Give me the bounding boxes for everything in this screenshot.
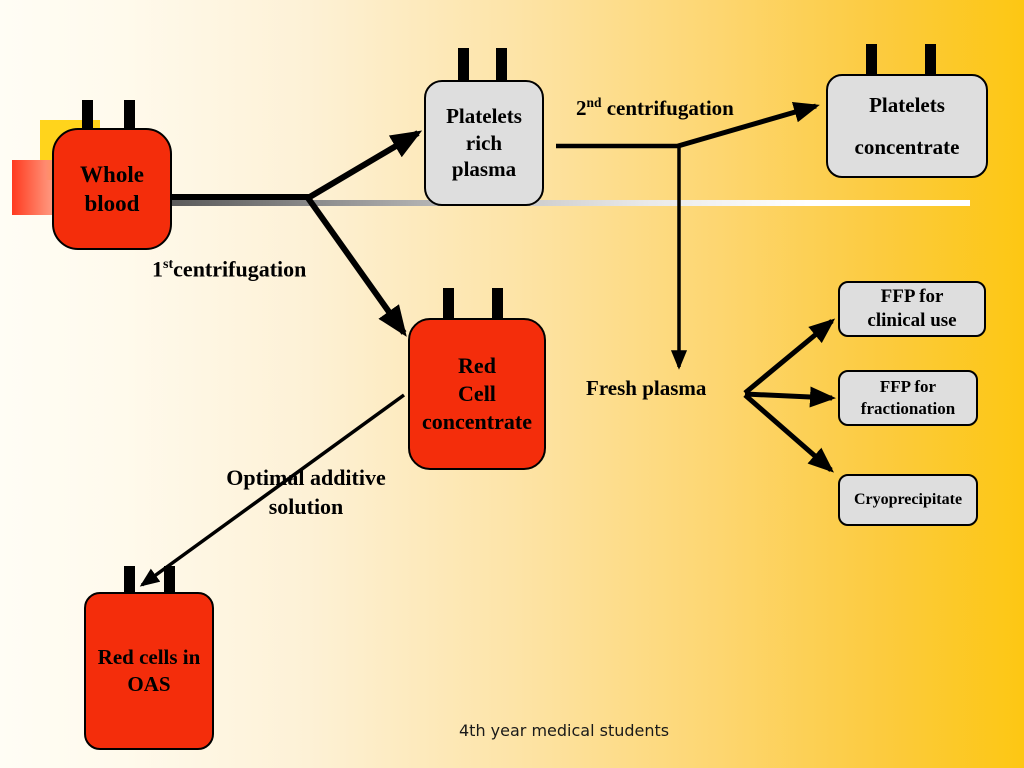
bag-rcoas-line1: Red cells in	[97, 645, 201, 670]
bag-port-left-rcc	[443, 288, 454, 324]
label-second-centrifugation: 2nd centrifugation	[576, 95, 734, 121]
wire-plasma-to-cryoprecipitate	[743, 393, 835, 473]
bag-platelet-concentrate-line1: Platelets	[869, 93, 945, 117]
label-first-centrifugation: 1stcentrifugation	[152, 256, 306, 282]
bag-port-right-prp	[496, 48, 507, 84]
bag-rcoas-line2: OAS	[127, 672, 171, 696]
bag-port-left-whole-blood	[82, 100, 93, 136]
bag-ffp-for-clinical-use[interactable]: FFP for clinical use	[838, 281, 986, 337]
label-fresh-plasma: Fresh plasma	[586, 376, 707, 400]
bag-port-left-prp	[458, 48, 469, 84]
bag-platelets-rich-plasma[interactable]: Platelets rich plasma	[424, 80, 544, 206]
bag-port-right-whole-blood	[124, 100, 135, 136]
bag-whole-blood[interactable]: Whole blood	[52, 128, 172, 250]
bag-prp-line2: rich	[465, 130, 503, 155]
bag-rcc-line2: Cell	[458, 380, 496, 406]
label-second-centrifugation-text: centrifugation	[601, 96, 734, 120]
label-optimal-additive-solution: Optimal additive solution	[226, 465, 386, 519]
bag-ffp-clinical-line2: clinical use	[867, 310, 957, 331]
label-second-centrifugation-number: 2	[576, 96, 587, 120]
wire-plasma-to-ffp-clinical	[743, 318, 836, 395]
bag-port-left-redcells-oas	[124, 566, 135, 602]
bag-port-right-rcc	[492, 288, 503, 324]
bag-ffp-clinical-line1: FFP for	[880, 285, 944, 307]
bag-whole-blood-line1: Whole	[80, 161, 144, 187]
label-first-centrifugation-suffix: st	[163, 256, 174, 272]
label-first-centrifugation-text: centrifugation	[173, 256, 307, 282]
bag-rcc-line3: concentrate	[422, 409, 532, 435]
bag-platelets-concentrate[interactable]: Platelets concentrate	[826, 74, 988, 178]
bag-prp-line3: plasma	[451, 157, 517, 182]
label-first-centrifugation-number: 1	[152, 256, 163, 282]
wire-plasma-to-ffp-fractionation	[744, 386, 836, 408]
bag-port-left-platelet-concentrate	[866, 44, 877, 80]
wire-junction-to-prp	[306, 130, 423, 201]
bag-ffp-fraction-line1: FFP for	[879, 377, 937, 397]
bag-port-right-platelet-concentrate	[925, 44, 936, 80]
bag-red-cells-in-oas[interactable]: Red cells in OAS	[84, 592, 214, 750]
bag-cryoprecipitate[interactable]: Cryoprecipitate	[838, 474, 978, 526]
bag-platelet-concentrate-line2: concentrate	[854, 135, 960, 159]
label-second-centrifugation-suffix: nd	[586, 95, 602, 110]
bag-ffp-for-fractionation[interactable]: FFP for fractionation	[838, 370, 978, 426]
bag-rcc-line1: Red	[458, 352, 496, 378]
bag-red-cell-concentrate[interactable]: Red Cell concentrate	[408, 318, 546, 470]
footer-note: 4th year medical students	[459, 721, 670, 740]
wire-junction-to-rcc	[305, 196, 407, 337]
bag-cryoprecipitate-line1: Cryoprecipitate	[853, 490, 963, 508]
bag-prp-line1: Platelets	[446, 103, 522, 128]
bag-whole-blood-line2: blood	[84, 191, 140, 216]
bag-ffp-fraction-line2: fractionation	[860, 399, 956, 418]
